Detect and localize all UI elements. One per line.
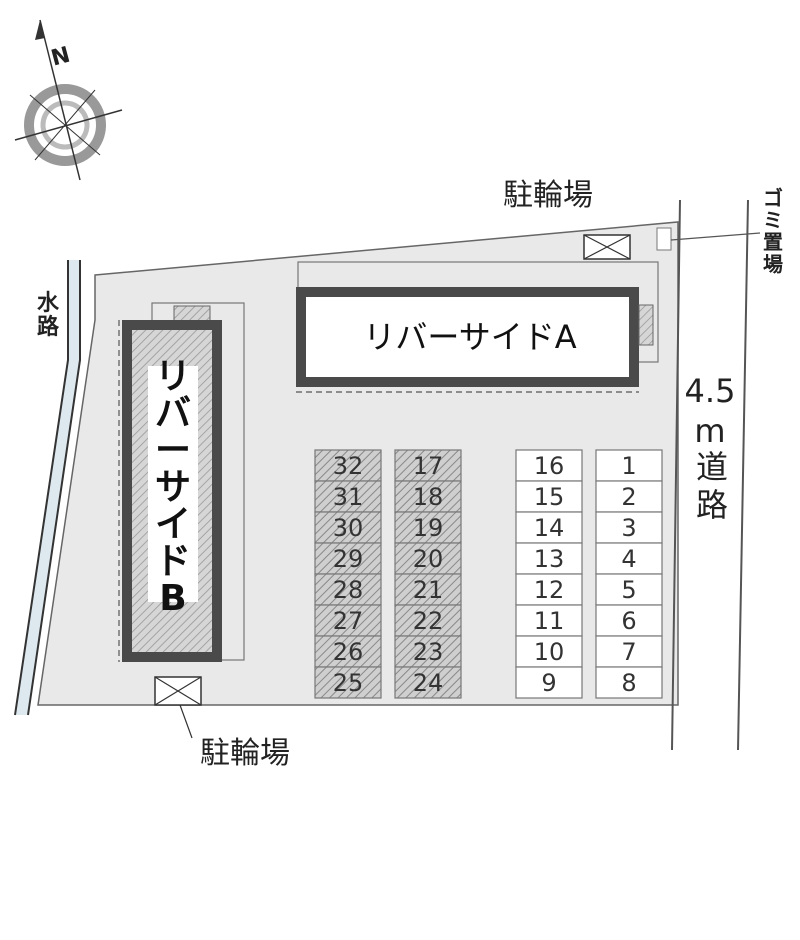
parking-space-number: 26 bbox=[333, 638, 364, 666]
parking-space-number: 31 bbox=[333, 483, 364, 511]
parking-space bbox=[314, 635, 382, 668]
parking-space-number: 14 bbox=[534, 514, 565, 542]
parking-space bbox=[515, 511, 583, 544]
parking-space-number: 2 bbox=[621, 483, 636, 511]
parking-space bbox=[394, 511, 462, 544]
parking-space-number: 9 bbox=[541, 669, 556, 697]
parking-space-number: 20 bbox=[413, 545, 444, 573]
parking-space-number: 29 bbox=[333, 545, 364, 573]
building-b bbox=[118, 302, 245, 662]
parking-space bbox=[595, 449, 663, 482]
bike-parking-top-label: 駐輪場 bbox=[503, 178, 593, 213]
parking-space-number: 28 bbox=[333, 576, 364, 604]
parking-hatched-right: 17 18 19 20 21 22 23 24 bbox=[394, 449, 462, 699]
parking-space-number: 15 bbox=[534, 483, 565, 511]
parking-space bbox=[314, 542, 382, 575]
parking-space bbox=[314, 666, 382, 699]
parking-open-left: 16 15 14 13 12 11 10 9 bbox=[515, 449, 583, 699]
parking-space-number: 5 bbox=[621, 576, 636, 604]
compass-icon: N bbox=[14, 19, 123, 181]
building-a bbox=[296, 261, 659, 393]
bike-parking-bottom-label: 駐輪場 bbox=[200, 736, 290, 771]
road-edge-right bbox=[737, 199, 749, 751]
canal-label: 水路 bbox=[37, 291, 60, 340]
parking-space-number: 13 bbox=[534, 545, 565, 573]
parking-space bbox=[394, 666, 462, 699]
parking-space-number: 12 bbox=[534, 576, 565, 604]
parking-space bbox=[515, 449, 583, 482]
bike-parking-bottom bbox=[154, 676, 202, 739]
parking-space bbox=[515, 635, 583, 668]
parking-space bbox=[394, 604, 462, 637]
parking-space bbox=[394, 542, 462, 575]
parking-hatched-left: 32 31 30 29 28 27 26 25 bbox=[314, 449, 382, 699]
parking-space-number: 10 bbox=[534, 638, 565, 666]
parking-space-number: 6 bbox=[621, 607, 636, 635]
parking-space bbox=[515, 480, 583, 513]
parking-space-number: 1 bbox=[621, 452, 636, 480]
parking-space bbox=[394, 573, 462, 606]
parking-space-number: 21 bbox=[413, 576, 444, 604]
parking-space-number: 24 bbox=[413, 669, 444, 697]
parking-space bbox=[595, 480, 663, 513]
parking-space-number: 32 bbox=[333, 452, 364, 480]
parking-space bbox=[314, 480, 382, 513]
parking-space bbox=[314, 511, 382, 544]
parking-space bbox=[595, 511, 663, 544]
parking-space bbox=[595, 635, 663, 668]
parking-space-number: 18 bbox=[413, 483, 444, 511]
road-width-label: 4.5 bbox=[685, 372, 736, 410]
parking-space-number: 27 bbox=[333, 607, 364, 635]
parking-space-number: 22 bbox=[413, 607, 444, 635]
parking-space-number: 4 bbox=[621, 545, 636, 573]
parking-space-number: 17 bbox=[413, 452, 444, 480]
road-unit-label: m bbox=[694, 412, 725, 450]
parking-space-number: 7 bbox=[621, 638, 636, 666]
parking-space-number: 30 bbox=[333, 514, 364, 542]
building-a-label: リバーサイドA bbox=[363, 318, 576, 356]
parking-space bbox=[394, 449, 462, 482]
road-edge-left bbox=[671, 199, 681, 751]
parking-open-right: 1 2 3 4 5 6 7 8 bbox=[595, 449, 663, 699]
parking-space bbox=[515, 666, 583, 699]
parking-space-number: 25 bbox=[333, 669, 364, 697]
parking-space-number: 23 bbox=[413, 638, 444, 666]
garbage-area bbox=[656, 227, 672, 251]
parking-space bbox=[314, 573, 382, 606]
canal bbox=[14, 260, 81, 716]
parking-space bbox=[595, 666, 663, 699]
parking-space bbox=[314, 604, 382, 637]
parking-space-number: 19 bbox=[413, 514, 444, 542]
parking-space-number: 11 bbox=[534, 607, 565, 635]
bike-parking-top bbox=[583, 234, 631, 260]
parking-space-number: 16 bbox=[534, 452, 565, 480]
parking-space bbox=[314, 449, 382, 482]
road-name-label: 道路 bbox=[696, 448, 728, 524]
parking-space-number: 3 bbox=[621, 514, 636, 542]
parking-space bbox=[394, 480, 462, 513]
parking-space-number: 8 bbox=[621, 669, 636, 697]
garbage-label: ゴミ置場 bbox=[763, 186, 783, 276]
